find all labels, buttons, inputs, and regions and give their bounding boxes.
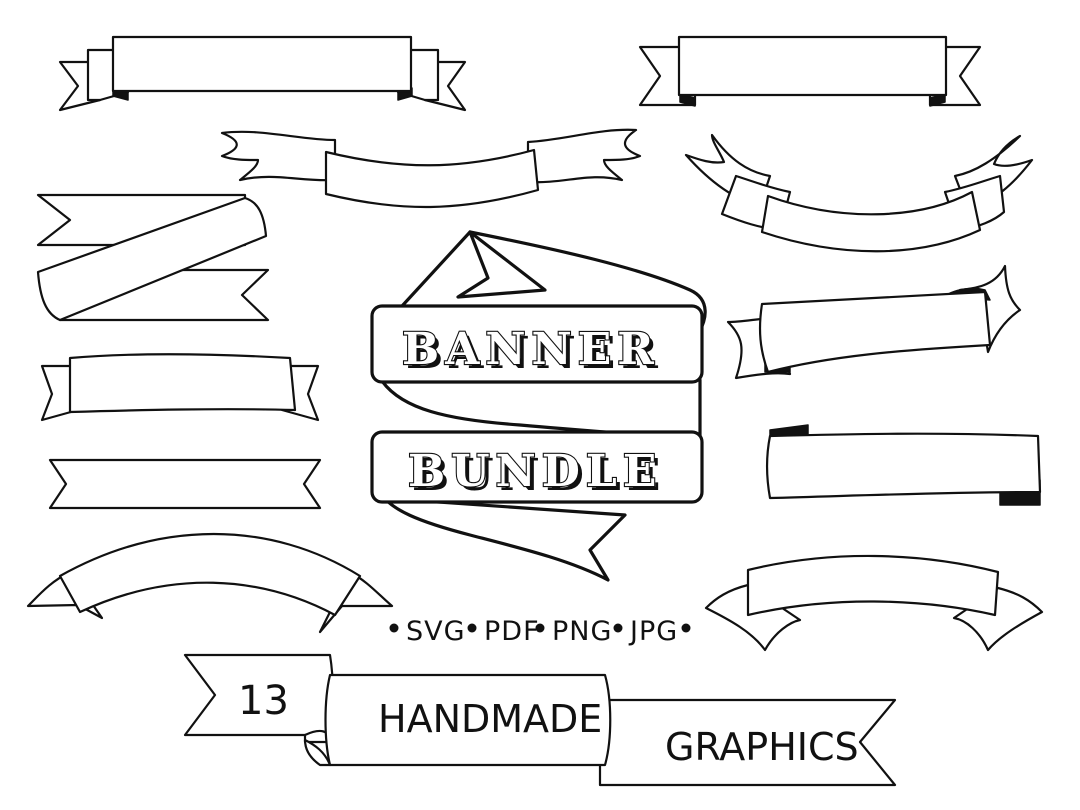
format-pdf: PDF [484, 616, 540, 647]
bullet-dot-icon [389, 623, 399, 633]
tagline-word1: HANDMADE [378, 697, 602, 741]
title-line1-shadow: BANNER [406, 328, 664, 379]
title-line2-shadow: BUNDLE [412, 450, 666, 501]
tagline-ribbon: 13 HANDMADE GRAPHICS [183, 653, 897, 787]
tagline-word2: GRAPHICS [665, 725, 859, 769]
tagline-count: 13 [238, 678, 289, 724]
format-jpg: JPG [628, 616, 678, 647]
wavy-banner-flowing-tails [220, 128, 642, 209]
notched-strip-banner [48, 458, 322, 510]
arched-banner-left [26, 533, 394, 634]
title-line2: BUNDLE [408, 446, 662, 497]
diagonal-crossing-banner [36, 193, 270, 322]
arched-ribbon-banner [684, 133, 1034, 253]
curled-ribbon-banner [726, 264, 1022, 380]
curl-corner-banner [765, 424, 1042, 506]
bullet-dot-icon [613, 623, 623, 633]
title-ribbon: BANNER BANNER BUNDLE BUNDLE [370, 230, 707, 582]
bullet-dot-icon [467, 623, 477, 633]
format-svg: SVG [406, 616, 466, 647]
title-line1: BANNER [402, 324, 660, 375]
straight-banner-notched-tails [638, 35, 982, 107]
bullet-dot-icon [681, 623, 691, 633]
swoop-banner-right [704, 554, 1044, 652]
file-formats: SVG PDF PNG JPG [389, 616, 691, 647]
folded-end-banner-left [40, 353, 320, 422]
bullet-dot-icon [535, 623, 545, 633]
straight-banner-folded-ends [58, 35, 467, 112]
format-png: PNG [552, 616, 612, 647]
